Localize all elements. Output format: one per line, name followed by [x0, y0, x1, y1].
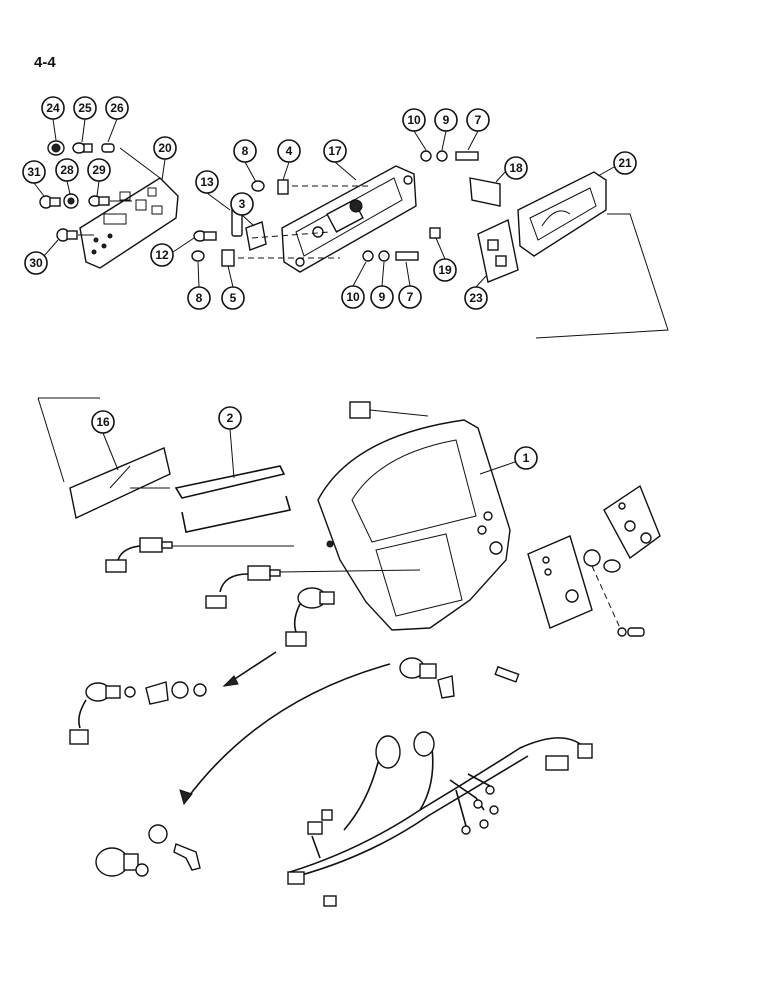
- callout-8-top: 8: [233, 139, 257, 163]
- callout-label: 17: [328, 144, 342, 158]
- callout-25: 25: [73, 96, 97, 120]
- callout-9-top: 9: [434, 108, 458, 132]
- callout-label: 16: [96, 415, 110, 429]
- toggle-switch-middle: [205, 565, 421, 609]
- switch-block: [477, 218, 519, 283]
- callout-label: 10: [346, 290, 360, 304]
- callout-label: 13: [200, 175, 214, 189]
- callout-label: 7: [407, 290, 414, 304]
- callout-13: 13: [195, 170, 219, 194]
- callout-label: 19: [438, 263, 452, 277]
- callout-label: 21: [618, 156, 632, 170]
- gauge-housing: [281, 165, 417, 273]
- callout-24: 24: [41, 96, 65, 120]
- callout-label: 24: [46, 101, 60, 115]
- callout-16: 16: [91, 410, 115, 434]
- callout-5: 5: [221, 286, 245, 310]
- callout-label: 30: [29, 256, 43, 270]
- callout-label: 28: [60, 163, 74, 177]
- callout-1: 1: [514, 446, 538, 470]
- light-switch-exploded: [69, 681, 207, 745]
- callout-30: 30: [24, 251, 48, 275]
- callout-label: 10: [407, 113, 421, 127]
- cover-plate: [527, 535, 593, 629]
- callout-label: 5: [230, 291, 237, 305]
- callout-label: 20: [158, 141, 172, 155]
- callout-label: 9: [379, 290, 386, 304]
- bulb-sockets: [39, 140, 161, 242]
- callout-19: 19: [433, 258, 457, 282]
- dash-panel: [317, 419, 511, 631]
- callout-label: 31: [27, 165, 41, 179]
- lens-seal: [174, 465, 286, 499]
- callout-label: 3: [239, 197, 246, 211]
- callout-label: 1: [523, 451, 530, 465]
- callout-12: 12: [150, 243, 174, 267]
- dash-panel-assembly: [37, 397, 661, 907]
- callout-label: 7: [475, 113, 482, 127]
- leader-lines: [33, 118, 615, 479]
- callout-label: 4: [286, 144, 293, 158]
- callout-3: 3: [230, 192, 254, 216]
- bracket: [469, 177, 501, 207]
- callout-label: 2: [227, 411, 234, 425]
- callout-8-bottom: 8: [187, 286, 211, 310]
- callout-10-bottom: 10: [341, 285, 365, 309]
- callout-label: 9: [443, 113, 450, 127]
- callout-29: 29: [87, 158, 111, 182]
- callout-label: 29: [92, 163, 106, 177]
- ignition-switch-exploded: [95, 824, 201, 877]
- callout-label: 18: [509, 161, 523, 175]
- glass-lens: [69, 447, 171, 520]
- rotary-switch: [285, 587, 335, 647]
- callout-4: 4: [277, 139, 301, 163]
- page-number: 4-4: [34, 54, 56, 71]
- callout-10-top: 10: [402, 108, 426, 132]
- instrument-cluster-assembly: [39, 140, 669, 339]
- callout-label: 8: [242, 144, 249, 158]
- callout-7-top: 7: [466, 108, 490, 132]
- callout-9-bottom: 9: [370, 285, 394, 309]
- callout-21: 21: [613, 151, 637, 175]
- callout-26: 26: [105, 96, 129, 120]
- toggle-switch-left: [105, 537, 294, 573]
- ignition-switch: [399, 657, 455, 699]
- callout-31: 31: [22, 160, 46, 184]
- callout-18: 18: [504, 156, 528, 180]
- circuit-board: [79, 177, 179, 269]
- callout-label: 25: [78, 101, 92, 115]
- callout-28: 28: [55, 158, 79, 182]
- gauge-bezel: [517, 171, 607, 257]
- callout-17: 17: [323, 139, 347, 163]
- callout-label: 12: [155, 248, 169, 262]
- callout-label: 23: [469, 291, 483, 305]
- wiring-harness: [287, 731, 593, 907]
- callout-label: 26: [110, 101, 124, 115]
- callout-label: 8: [196, 291, 203, 305]
- callout-2: 2: [218, 406, 242, 430]
- callout-7-bottom: 7: [398, 285, 422, 309]
- callout-20: 20: [153, 136, 177, 160]
- callout-23: 23: [464, 286, 488, 310]
